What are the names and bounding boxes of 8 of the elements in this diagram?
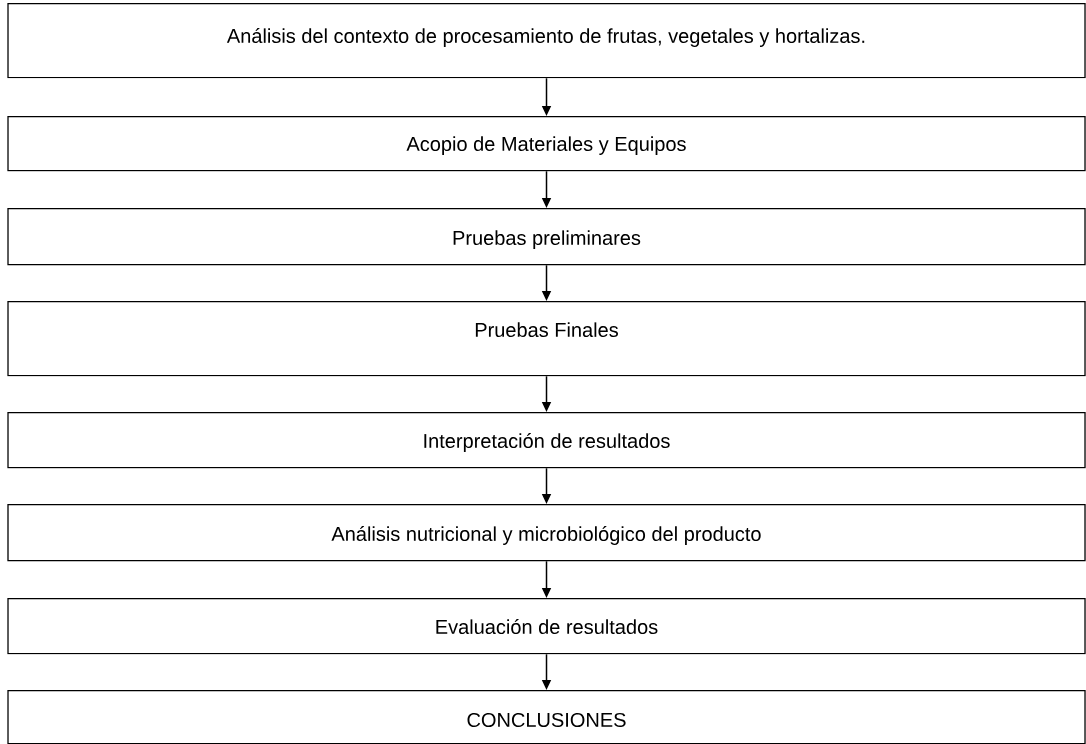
- process-box: Interpretación de resultados: [7, 412, 1086, 469]
- process-box: Análisis nutricional y microbiológico del producto: [7, 504, 1086, 562]
- process-box: Análisis del contexto de procesamiento de frutas, vegetales y hortalizas.: [7, 3, 1086, 79]
- process-box: CONCLUSIONES: [7, 690, 1086, 744]
- process-box: Evaluación de resultados: [7, 598, 1086, 655]
- process-box: Acopio de Materiales y Equipos: [7, 116, 1086, 172]
- process-box: Pruebas preliminares: [7, 208, 1086, 266]
- process-box: Pruebas Finales: [7, 301, 1086, 377]
